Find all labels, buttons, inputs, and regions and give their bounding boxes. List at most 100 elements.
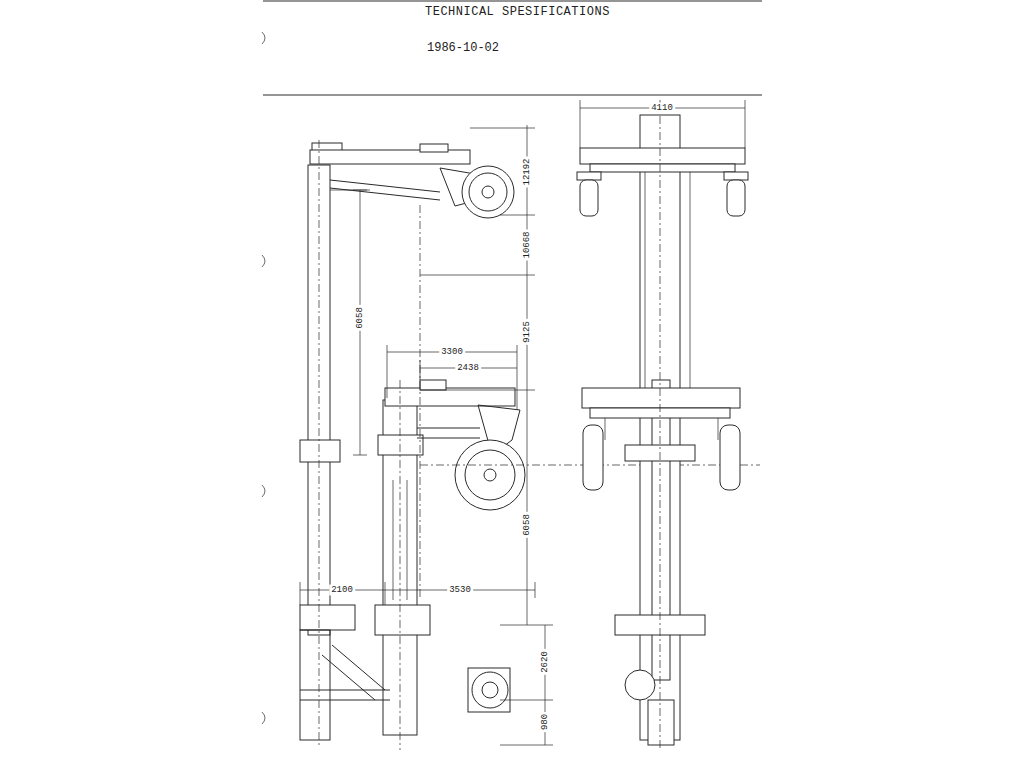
base-unit — [472, 672, 508, 708]
left-vertical-dimension — [353, 455, 367, 456]
width-dimension — [580, 100, 745, 148]
dimension-label: 4110 — [649, 103, 675, 114]
base-frame — [300, 630, 390, 740]
horizontal-dimensions — [387, 345, 388, 398]
left-vertical-dimension — [330, 190, 370, 191]
horizontal-dimensions — [385, 582, 386, 605]
date-label: 1986-10-02 — [427, 41, 499, 55]
upper-column-centerline — [319, 140, 320, 745]
punch-hole-marks — [262, 32, 265, 44]
height-dimension-chain — [470, 128, 535, 129]
dimension-label: 3300 — [439, 347, 465, 358]
height-dimension-chain — [500, 745, 553, 746]
upper-arm — [330, 168, 478, 206]
upper-column-centerline — [319, 140, 320, 745]
dimension-label: 10668 — [522, 229, 533, 260]
front-column — [625, 670, 655, 700]
front-rails — [690, 172, 691, 388]
header-rule — [263, 95, 762, 96]
dimension-label: 12192 — [522, 156, 533, 187]
width-dimension — [580, 100, 581, 148]
width-dimension — [745, 100, 746, 148]
punch-hole-marks — [262, 485, 265, 497]
horizontal-dimensions — [300, 345, 535, 605]
base-frame — [300, 630, 330, 740]
upper-arm — [330, 188, 440, 200]
height-dimension-chain — [420, 275, 535, 276]
lower-wheel — [455, 440, 525, 510]
base-frame — [300, 690, 390, 691]
front-rails — [605, 418, 606, 440]
punch-hole-marks — [262, 255, 265, 267]
upper-wheel — [482, 186, 494, 198]
dimension-label: 2100 — [329, 585, 355, 596]
lower-column-centerline — [400, 380, 401, 750]
base-unit — [468, 668, 510, 712]
header-rule — [263, 1, 762, 95]
base-unit — [482, 682, 498, 698]
lower-column-details — [393, 480, 407, 600]
lower-column — [378, 435, 423, 455]
upper-wheel — [462, 166, 514, 218]
dimension-label: 3530 — [447, 585, 473, 596]
height-dimension-chain — [500, 625, 553, 626]
front-centerline — [660, 100, 661, 750]
upper-column — [300, 605, 355, 630]
front-centerline — [660, 100, 661, 750]
front-rails — [605, 172, 718, 440]
horizontal-dimensions — [535, 582, 536, 598]
height-dimension-chain — [500, 215, 535, 216]
dimension-label: 9125 — [522, 319, 533, 345]
punch-hole-marks — [262, 32, 265, 724]
lower-column-details — [407, 480, 408, 600]
lower-column — [375, 605, 430, 635]
front-column — [582, 388, 740, 408]
dimension-label: 6058 — [355, 305, 366, 331]
dimension-label: 2438 — [455, 363, 481, 374]
front-column — [648, 700, 674, 745]
front-column — [577, 115, 748, 745]
wheel-centerlines — [420, 205, 421, 600]
wheel-centerlines — [420, 205, 760, 600]
lower-column-centerline — [400, 380, 401, 750]
lower-column — [420, 380, 446, 390]
lower-arm — [417, 438, 480, 439]
upper-column — [420, 144, 448, 152]
base-unit — [468, 668, 510, 712]
lower-column — [385, 388, 515, 406]
lower-column — [375, 380, 515, 735]
lower-wheel — [484, 469, 496, 481]
page-title: TECHNICAL SPESIFICATIONS — [425, 5, 610, 19]
upper-column — [300, 440, 340, 462]
front-column — [720, 425, 740, 490]
dimension-label: 6058 — [522, 512, 533, 538]
front-column — [580, 180, 598, 216]
front-column — [580, 148, 745, 164]
left-vertical-dimension — [330, 190, 370, 455]
height-dimension-chain — [527, 125, 528, 625]
front-column — [724, 172, 748, 180]
dimension-label: 2620 — [540, 649, 551, 675]
lower-wheel — [455, 440, 525, 510]
horizontal-dimensions — [517, 345, 518, 410]
upper-arm — [330, 180, 440, 192]
upper-wheel — [469, 173, 507, 211]
punch-hole-marks — [262, 712, 265, 724]
height-dimension-chain — [500, 700, 553, 701]
header-rule — [263, 1, 762, 2]
front-rails — [645, 172, 646, 388]
upper-wheel — [462, 166, 514, 218]
height-dimension-chain — [420, 125, 553, 745]
front-column — [590, 164, 735, 172]
lower-wheel — [465, 450, 515, 500]
front-column — [577, 172, 601, 180]
height-dimension-chain — [420, 390, 535, 391]
lower-column-details — [393, 480, 394, 600]
base-frame — [300, 700, 390, 701]
lower-arm — [417, 428, 480, 429]
front-column — [727, 180, 745, 216]
dimension-label: 980 — [540, 712, 551, 732]
front-column — [583, 425, 603, 490]
